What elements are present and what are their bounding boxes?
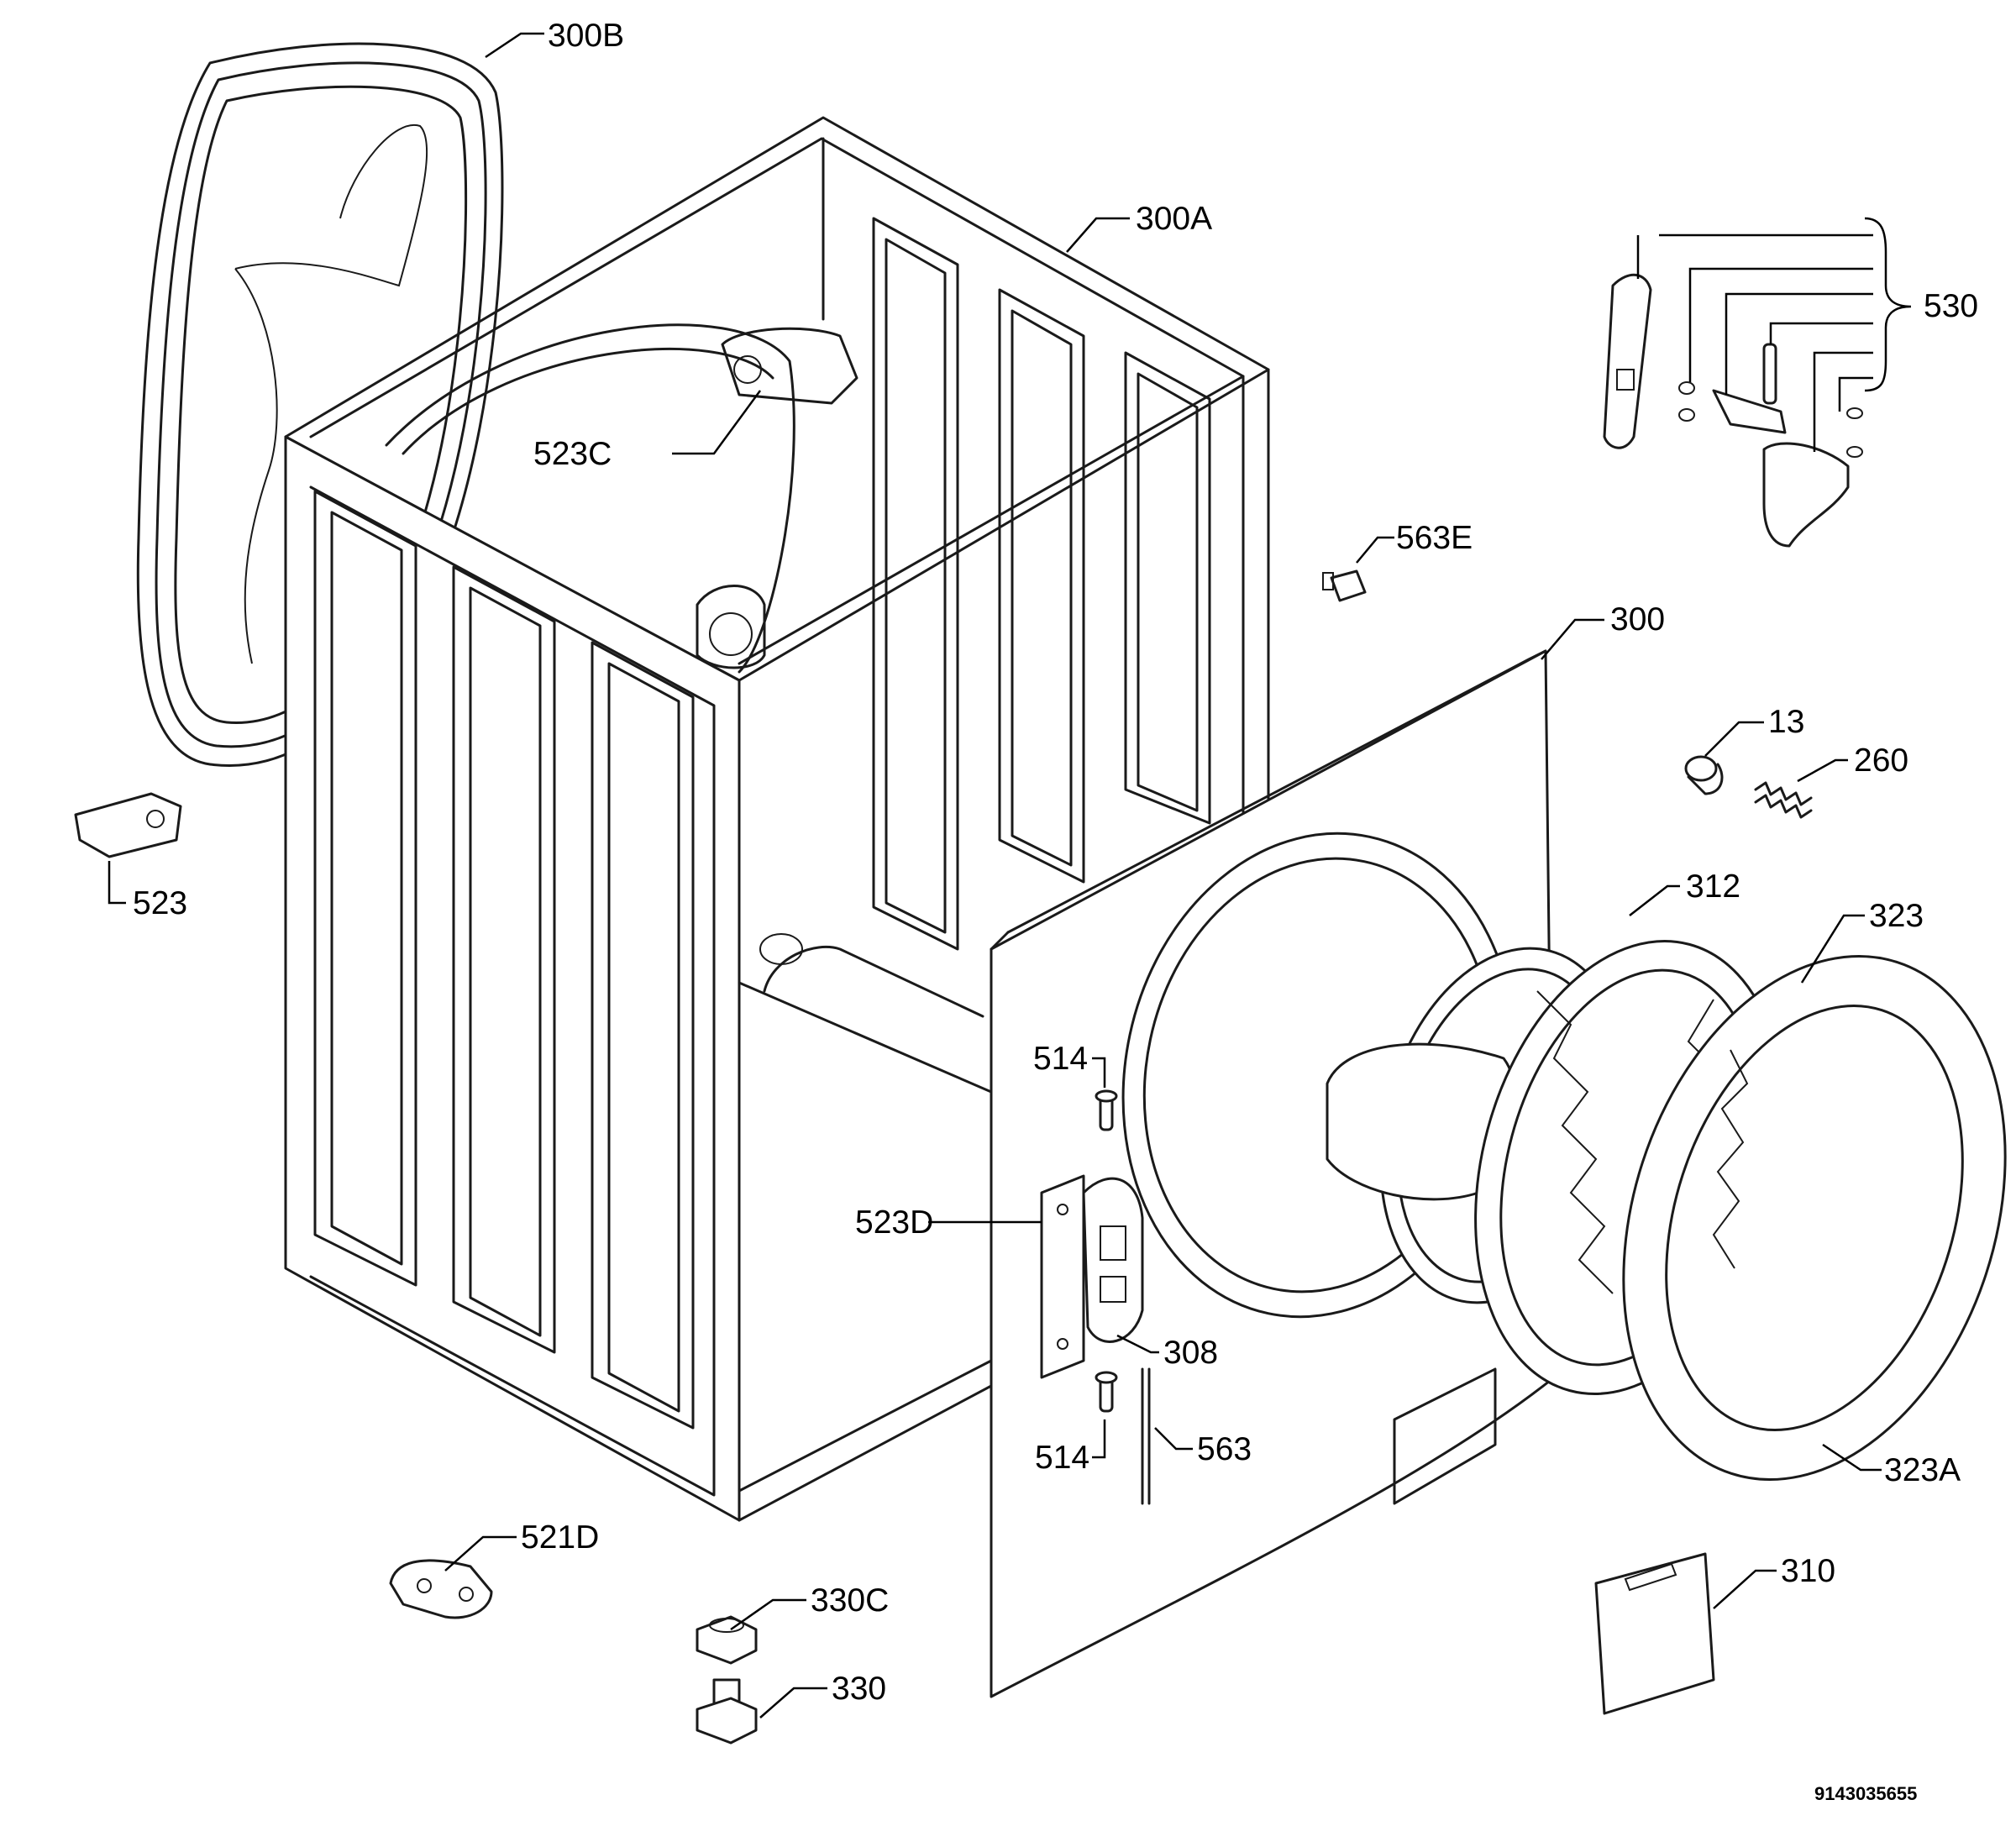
label-308: 308 [1163, 1335, 1218, 1371]
label-523C: 523C [533, 436, 612, 472]
label-530: 530 [1924, 288, 1978, 324]
label-13: 13 [1768, 704, 1804, 740]
label-300: 300 [1610, 601, 1665, 638]
bracket-523 [74, 792, 182, 858]
label-300B: 300B [548, 18, 624, 54]
door-lock-523D [1040, 1174, 1085, 1379]
label-514-upper: 514 [1033, 1041, 1088, 1077]
label-514-lower: 514 [1035, 1440, 1089, 1476]
label-330: 330 [832, 1671, 886, 1707]
label-521D: 521D [521, 1519, 599, 1556]
label-300A: 300A [1136, 201, 1212, 237]
label-563: 563 [1197, 1431, 1252, 1467]
locknut-330C [696, 1615, 758, 1665]
document-number: 9143035655 [1814, 1783, 1917, 1804]
pin-514-upper [1095, 1089, 1118, 1131]
label-330C: 330C [811, 1582, 889, 1619]
cabinet-body [284, 116, 1270, 1522]
door-handle-530 [1603, 273, 1863, 548]
label-310: 310 [1781, 1553, 1835, 1589]
rod-563 [1141, 1367, 1151, 1505]
bushing-13 [1684, 755, 1724, 795]
label-523: 523 [133, 885, 187, 921]
label-323: 323 [1869, 898, 1924, 934]
label-563E: 563E [1396, 520, 1473, 556]
pin-514-lower [1095, 1371, 1118, 1413]
spring-260 [1754, 781, 1813, 819]
foot-330 [696, 1678, 758, 1745]
part-labels: 300B 300A 530 523C 563E 300 13 260 523 3… [133, 18, 1978, 1804]
label-523D: 523D [855, 1204, 933, 1241]
filter-cover-310 [1594, 1552, 1715, 1715]
front-panel-300 [990, 649, 1556, 1698]
label-323A: 323A [1884, 1452, 1961, 1488]
door-hinge-308 [1082, 1177, 1144, 1343]
label-312: 312 [1686, 868, 1740, 905]
label-260: 260 [1854, 742, 1908, 779]
foot-pad-521D [389, 1559, 493, 1619]
door-outer-ring-323A [1622, 954, 2007, 1482]
bushing-563E [1322, 569, 1367, 602]
leader-lines [108, 32, 1912, 1718]
